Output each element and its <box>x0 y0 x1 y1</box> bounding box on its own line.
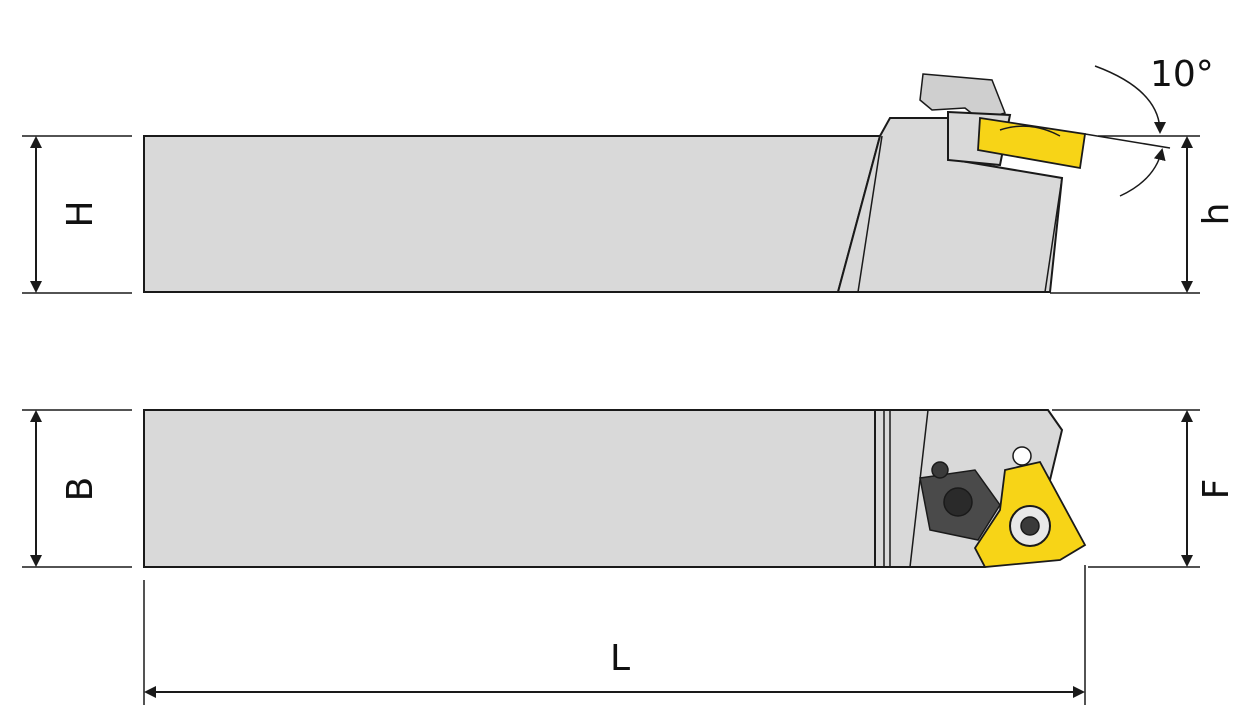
dim-H: H <box>22 135 132 294</box>
top-shank <box>143 135 882 293</box>
bottom-view <box>143 409 1087 568</box>
dim-h: h <box>1050 135 1237 294</box>
bottom-head-lines <box>883 409 929 568</box>
top-insert <box>977 116 1087 170</box>
dim-L: L <box>143 565 1086 705</box>
insert-screw-head-icon <box>1020 516 1040 536</box>
top-insert-groove <box>999 125 1061 137</box>
top-head <box>836 117 1064 293</box>
label-H: H <box>60 200 101 227</box>
clamp-screw-icon <box>943 487 973 517</box>
label-L: L <box>610 638 630 679</box>
dim-angle: 10° <box>1084 54 1214 197</box>
clamp-pin-icon <box>931 461 949 479</box>
top-head-edge <box>857 135 1063 293</box>
label-F: F <box>1196 479 1237 500</box>
label-angle: 10° <box>1150 54 1214 95</box>
bottom-shank <box>143 409 876 568</box>
label-h: h <box>1196 203 1237 226</box>
label-B: B <box>60 477 101 502</box>
dim-F: F <box>1052 409 1237 568</box>
insert-pin-icon <box>1012 446 1032 466</box>
dim-B: B <box>22 409 132 568</box>
top-view <box>143 73 1087 293</box>
